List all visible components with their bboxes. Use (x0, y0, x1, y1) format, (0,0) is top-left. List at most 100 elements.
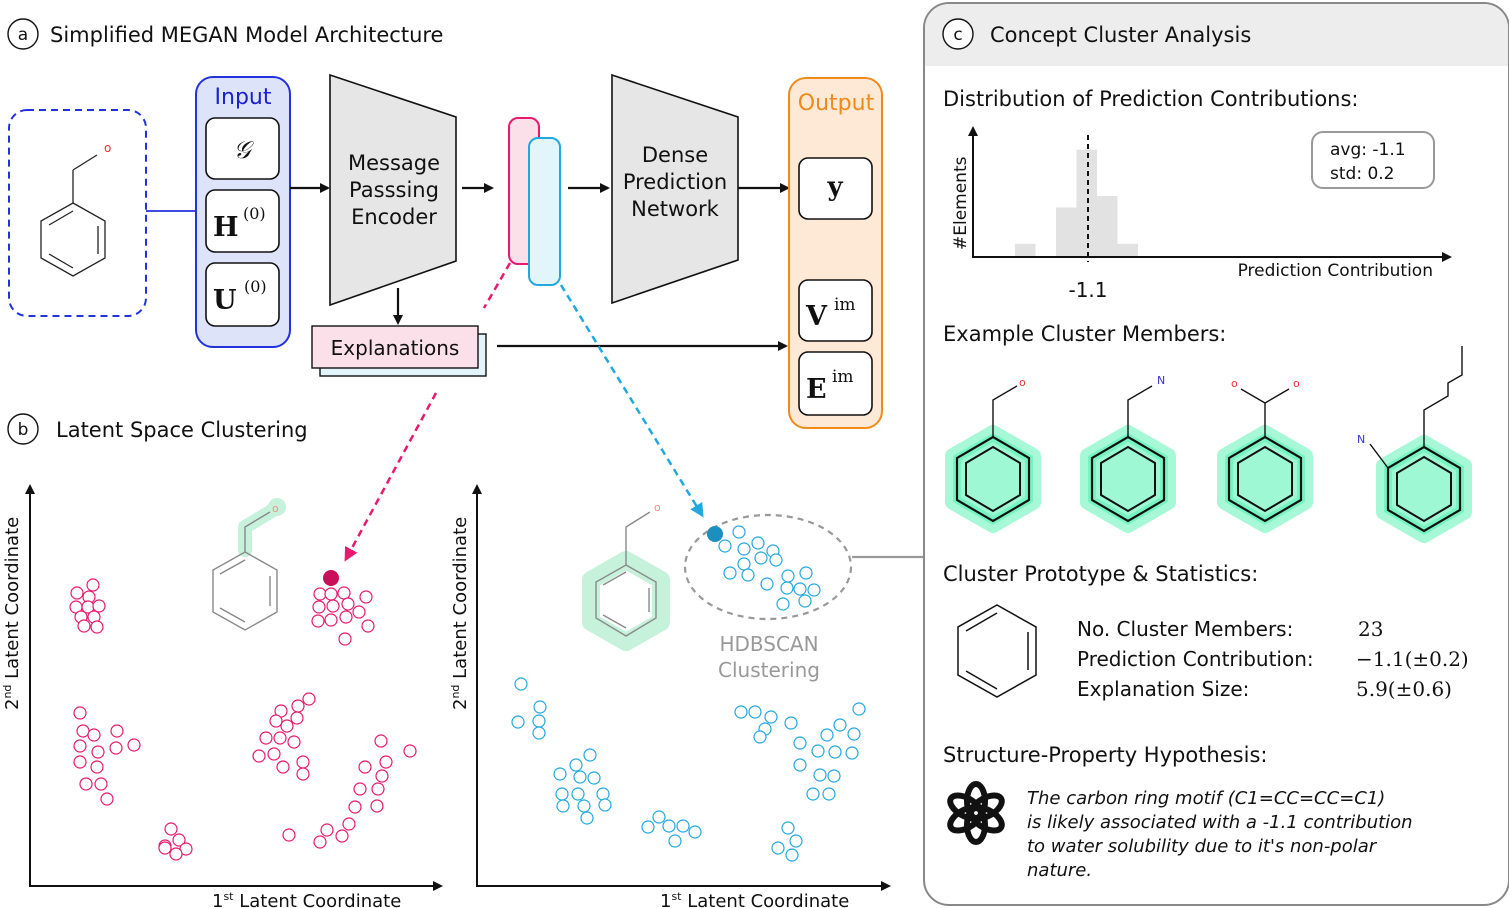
cyan-scatter-point (583, 748, 597, 762)
pink-scatter-point (282, 828, 296, 842)
pink-scatter-point (76, 724, 90, 738)
right-molecule-oxygen: o (654, 501, 661, 514)
pink-scatter-point (273, 731, 287, 745)
pink-scatter-point (370, 799, 384, 813)
input-graph-symbol: 𝒢 (233, 136, 254, 164)
right-plot-molecule (582, 511, 670, 651)
pink-scatter-point (94, 777, 108, 791)
dense-block (611, 73, 739, 305)
pink-scatter-point (353, 782, 367, 796)
cyan-scatter-point (688, 825, 702, 839)
cyan-scatter-point (847, 727, 861, 741)
pink-scatter-point (361, 619, 375, 633)
panel-a-title: Simplified MEGAN Model Architecture (50, 23, 443, 47)
hypothesis-line-4: nature. (1027, 860, 1092, 881)
cyan-scatter-point (598, 798, 612, 812)
cyan-scatter-point (662, 819, 676, 833)
cyan-scatter-point (798, 594, 812, 608)
latent-vector-cyan (528, 137, 561, 286)
input-h-box (205, 189, 280, 253)
pink-scatter-point (342, 817, 356, 831)
pink-scatter-point (73, 706, 87, 720)
example-member-1 (945, 385, 1041, 533)
histogram-x-label: Prediction Contribution (1238, 261, 1433, 281)
pink-scatter-point (324, 613, 338, 627)
pink-scatter-point (374, 734, 388, 748)
pink-scatter-point (335, 829, 349, 843)
example-member-3 (1217, 388, 1313, 533)
cyan-scatter-point (811, 744, 825, 758)
prototype-title: Cluster Prototype & Statistics: (943, 562, 1258, 586)
cyan-scatter-point (569, 758, 583, 772)
left-molecule-oxygen: o (272, 502, 279, 515)
panel-c: c Concept Cluster Analysis Distribution … (942, 18, 1472, 881)
cyan-scatter-point (753, 730, 767, 744)
pink-scatter-point (338, 632, 352, 646)
panel-c-letter-circle (942, 18, 974, 50)
stats-box (1311, 131, 1435, 189)
histogram-bar (1117, 243, 1138, 257)
output-e-symbol: E (806, 374, 827, 405)
example-1-atom: o (1019, 376, 1026, 389)
input-molecule-box (8, 109, 147, 317)
pink-scatter-point (73, 755, 87, 769)
cyan-scatter-point (676, 819, 690, 833)
cyan-scatter-point (760, 577, 774, 591)
explanations-label: Explanations (331, 336, 460, 360)
pink-scatter-point (371, 782, 385, 796)
panel-b: b Latent Space Clustering 2nd Latent Coo… (1, 413, 923, 908)
stat-members-label: No. Cluster Members: (1077, 617, 1293, 641)
cyan-scatter-point (793, 582, 807, 596)
pink-scatter-point (326, 599, 340, 613)
cyan-scatter-point (751, 536, 765, 550)
pink-scatter-point (291, 699, 305, 713)
cyan-scatter-point (723, 566, 737, 580)
molecule-oxygen-label: o (104, 141, 111, 155)
pink-scatter-point (341, 597, 355, 611)
cyan-scatter-point (827, 769, 841, 783)
pink-scatter-point (287, 735, 301, 749)
histogram-mean-tick: -1.1 (1068, 278, 1107, 302)
cyan-scatter-point (596, 787, 610, 801)
concept-cluster-header (925, 4, 1508, 66)
distribution-title: Distribution of Prediction Contributions… (943, 87, 1359, 111)
cyan-scatter-point (737, 557, 751, 571)
pink-scatter-point (164, 822, 178, 836)
pink-scatter-point (302, 692, 316, 706)
histogram-bar (1056, 207, 1077, 257)
pink-scatter-point (352, 605, 366, 619)
output-title: Output (798, 91, 875, 116)
cyan-scatter-point (789, 834, 803, 848)
hypothesis-title: Structure-Property Hypothesis: (943, 743, 1267, 767)
encoder-line-1: Message (348, 151, 440, 175)
pink-scatter-point (90, 620, 104, 634)
cyan-scatter-point (781, 821, 795, 835)
cyan-scatter-point (769, 553, 783, 567)
pink-scatter-point (339, 610, 353, 624)
pink-scatter-point (259, 731, 273, 745)
pink-link-dashed (482, 262, 512, 309)
benzyl-alcohol-molecule (40, 154, 106, 277)
stat-contribution-label: Prediction Contribution: (1077, 647, 1314, 671)
pink-scatter-point (312, 600, 326, 614)
cyan-scatter-point (784, 716, 798, 730)
pink-scatter-point (86, 578, 100, 592)
pink-scatter-point (109, 741, 123, 755)
output-y-symbol: y (826, 172, 843, 202)
pink-scatter-point (70, 586, 84, 600)
stats-avg: avg: -1.1 (1330, 140, 1406, 160)
prototype-benzene-molecule (957, 604, 1037, 698)
histogram-bar (1097, 195, 1118, 257)
dense-line-1: Dense (642, 143, 708, 167)
cyan-scatter-point (532, 714, 546, 728)
pink-scatter-points (69, 578, 417, 861)
input-h-superscript: (0) (243, 204, 266, 223)
input-graph-box (205, 117, 280, 180)
pink-scatter-point (91, 745, 105, 759)
cyan-scatter-point (771, 841, 785, 855)
pink-scatter-point (90, 760, 104, 774)
cyan-projection-arrow (559, 284, 704, 518)
pink-scatter-point (337, 586, 351, 600)
cyan-scatter-point (764, 710, 778, 724)
